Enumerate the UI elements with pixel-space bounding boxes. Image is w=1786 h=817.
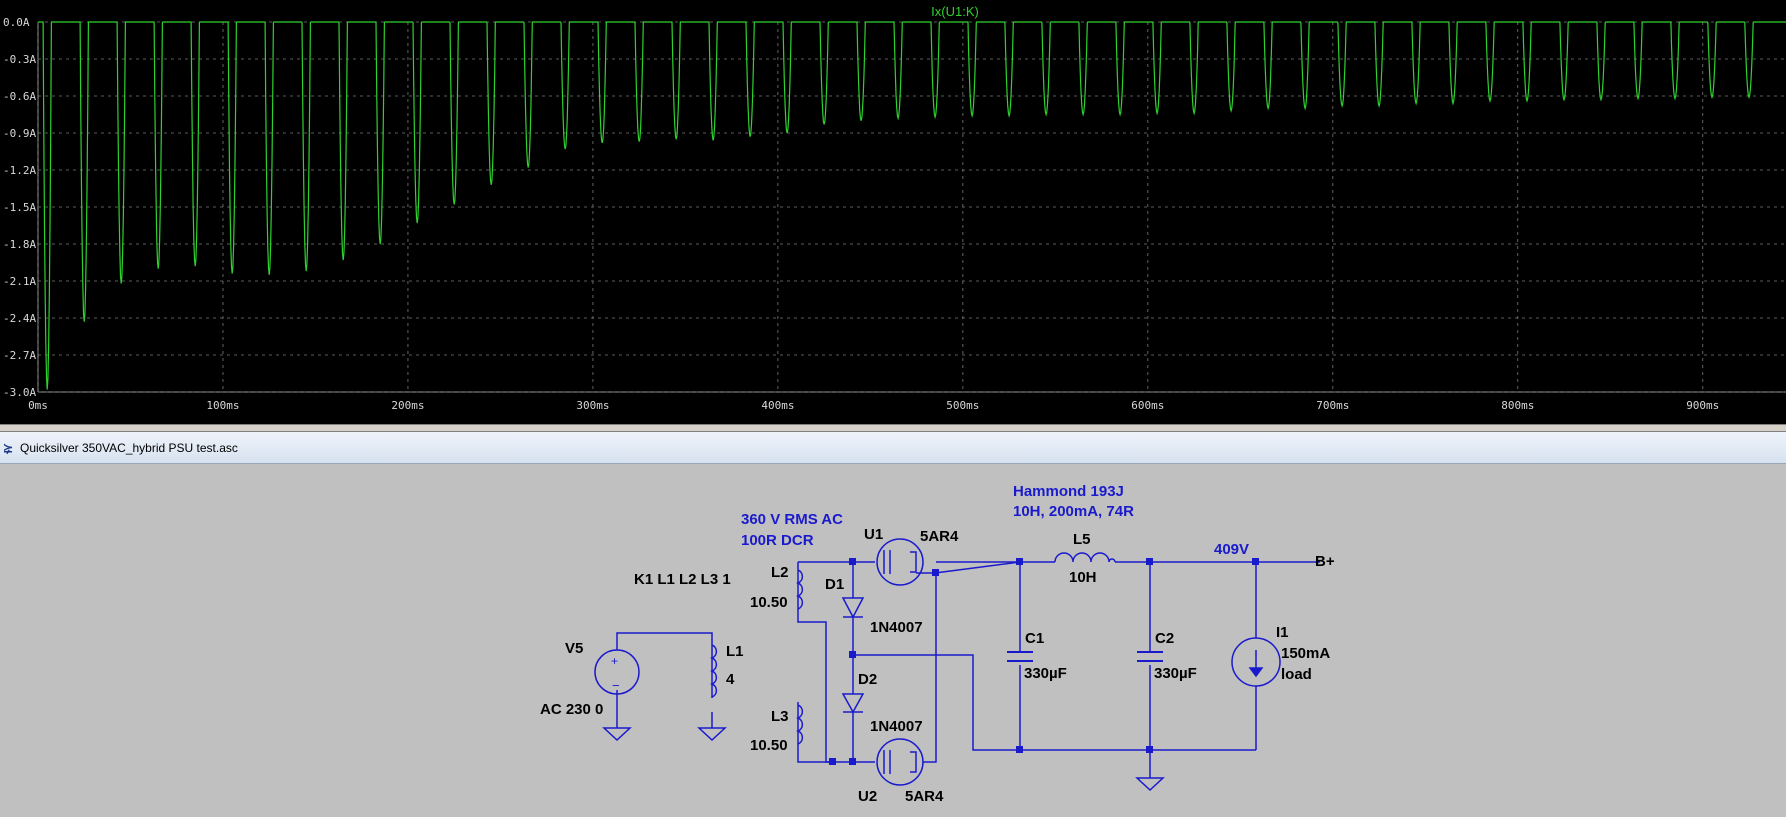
d2-value[interactable]: 1N4007 [870,718,923,735]
x-tick-label: 600ms [1131,399,1164,412]
v5-value[interactable]: AC 230 0 [540,701,603,718]
svg-text:+: + [611,654,618,668]
i1-current-source-icon[interactable] [1231,637,1281,687]
d2-name[interactable]: D2 [858,671,877,688]
l1-name[interactable]: L1 [726,643,744,660]
x-tick-label: 300ms [576,399,609,412]
diode-icons [841,597,865,714]
y-tick-label: -0.3A [3,53,36,66]
ground-icon [602,727,1165,792]
schematic-window-title: Quicksilver 350VAC_hybrid PSU test.asc [20,441,238,455]
l2-name[interactable]: L2 [771,564,789,581]
u1-value[interactable]: 5AR4 [920,528,959,545]
y-tick-label: -1.8A [3,238,36,251]
x-tick-label: 200ms [391,399,424,412]
schematic-canvas[interactable]: + − [0,464,1786,812]
waveform-plot[interactable]: 0.0A -0.3A -0.6A -0.9A -1.2A -1.5A -1.8A -2.1A -… [0,0,1786,424]
u2-name[interactable]: U2 [858,788,877,805]
note-choke-line2[interactable]: 10H, 200mA, 74R [1013,503,1134,520]
x-tick-label: 0ms [28,399,48,412]
svg-text:−: − [612,678,620,693]
coupling-directive[interactable]: K1 L1 L2 L3 1 [634,571,731,588]
i1-value[interactable]: 150mA [1281,645,1330,662]
y-tick-label: -2.4A [3,312,36,325]
l2-value[interactable]: 10.50 [750,594,788,611]
inductor-coil-icons [709,552,1116,745]
schematic-window-titlebar[interactable]: ⪲ Quicksilver 350VAC_hybrid PSU test.asc [0,432,1786,464]
d1-name[interactable]: D1 [825,576,844,593]
note-transformer-line2[interactable]: 100R DCR [741,532,814,549]
pane-divider[interactable] [0,424,1786,432]
x-tick-label: 800ms [1501,399,1534,412]
waveform-plot-pane[interactable]: 0.0A -0.3A -0.6A -0.9A -1.2A -1.5A -1.8A -2.1A -… [0,0,1786,424]
y-tick-label: -0.9A [3,127,36,140]
v5-source-icon[interactable]: + − [594,649,640,695]
y-tick-label: -3.0A [3,386,36,399]
l1-value[interactable]: 4 [726,671,735,688]
v5-name[interactable]: V5 [565,640,583,657]
ltspice-app-icon: ⪲ [3,441,14,455]
capacitor-plates [1007,651,1163,662]
l3-name[interactable]: L3 [771,708,789,725]
d1-value[interactable]: 1N4007 [870,619,923,636]
y-tick-label: -1.2A [3,164,36,177]
y-tick-label: -1.5A [3,201,36,214]
c2-name[interactable]: C2 [1155,630,1174,647]
trace-label[interactable]: Ix(U1:K) [931,4,979,19]
y-tick-label: -2.7A [3,349,36,362]
note-choke-line1[interactable]: Hammond 193J [1013,483,1124,500]
y-tick-label: -0.6A [3,90,36,103]
y-tick-label: -2.1A [3,275,36,288]
schematic-wires [616,561,1320,778]
note-transformer-line1[interactable]: 360 V RMS AC [741,511,843,528]
x-tick-label: 900ms [1686,399,1719,412]
x-tick-label: 400ms [761,399,794,412]
rectifier-tube-icons [876,538,936,786]
c1-value[interactable]: 330µF [1024,665,1067,682]
x-tick-label: 500ms [946,399,979,412]
x-tick-label: 700ms [1316,399,1349,412]
i1-name[interactable]: I1 [1276,624,1289,641]
u1-name[interactable]: U1 [864,526,883,543]
y-tick-label: 0.0A [3,16,30,29]
c1-name[interactable]: C1 [1025,630,1044,647]
trace-ix-u1-k[interactable] [38,21,1786,390]
i1-note[interactable]: load [1281,666,1312,683]
l3-value[interactable]: 10.50 [750,737,788,754]
x-tick-label: 100ms [206,399,239,412]
l5-value[interactable]: 10H [1069,569,1097,586]
l5-name[interactable]: L5 [1073,531,1091,548]
c2-value[interactable]: 330µF [1154,665,1197,682]
bplus-net-label[interactable]: B+ [1315,553,1335,570]
node-voltage-label[interactable]: 409V [1214,541,1249,558]
u2-value[interactable]: 5AR4 [905,788,944,805]
junction-dots [829,558,1259,765]
